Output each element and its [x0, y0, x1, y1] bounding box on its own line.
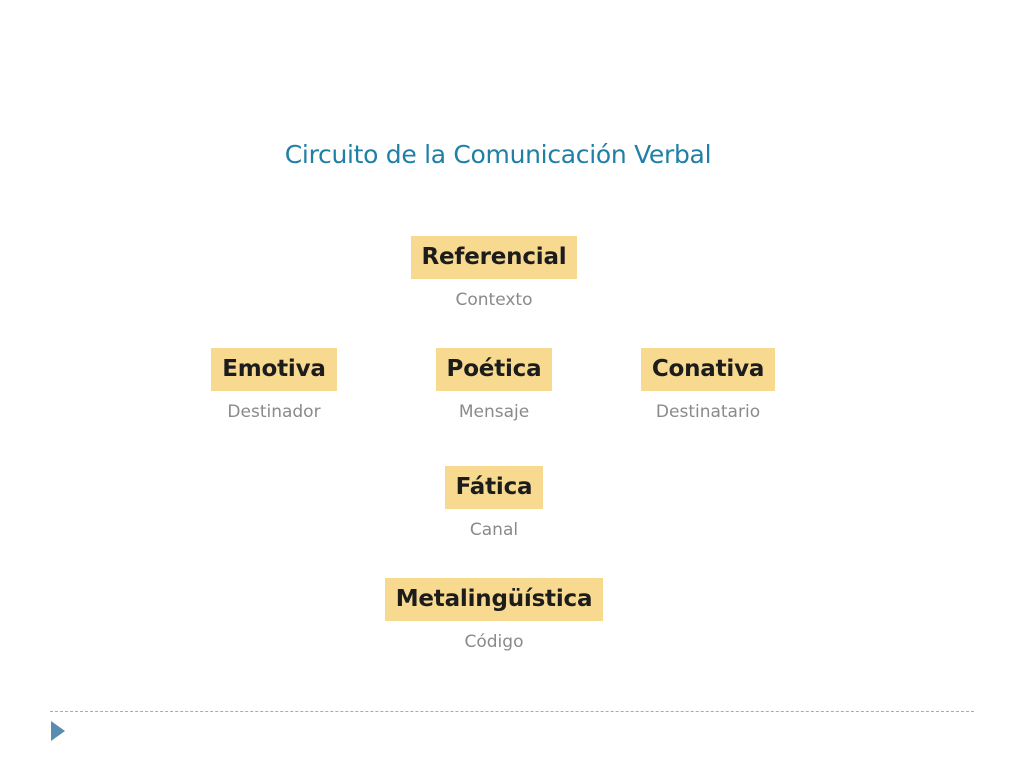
node-conativa: Conativa Destinatario	[598, 348, 818, 422]
node-conativa-label: Conativa	[640, 348, 776, 391]
diagram-title: Circuito de la Comunicación Verbal	[284, 140, 712, 169]
node-metalinguistica-sublabel: Código	[464, 632, 524, 652]
node-fatica: Fática Canal	[384, 466, 604, 540]
triangle-right-icon	[51, 721, 65, 741]
node-emotiva: Emotiva Destinador	[164, 348, 384, 422]
node-emotiva-label: Emotiva	[211, 348, 337, 391]
node-fatica-sublabel: Canal	[469, 520, 519, 540]
node-referencial-label: Referencial	[410, 236, 578, 279]
node-referencial: Referencial Contexto	[384, 236, 604, 310]
node-fatica-label: Fática	[444, 466, 544, 509]
node-emotiva-sublabel: Destinador	[227, 402, 321, 422]
node-conativa-sublabel: Destinatario	[655, 402, 761, 422]
node-poetica: Poética Mensaje	[384, 348, 604, 422]
node-referencial-sublabel: Contexto	[455, 290, 533, 310]
node-metalinguistica-label: Metalingüística	[384, 578, 604, 621]
footer-divider	[50, 711, 974, 712]
node-poetica-label: Poética	[435, 348, 553, 391]
node-metalinguistica: Metalingüística Código	[374, 578, 614, 652]
node-poetica-sublabel: Mensaje	[458, 402, 530, 422]
